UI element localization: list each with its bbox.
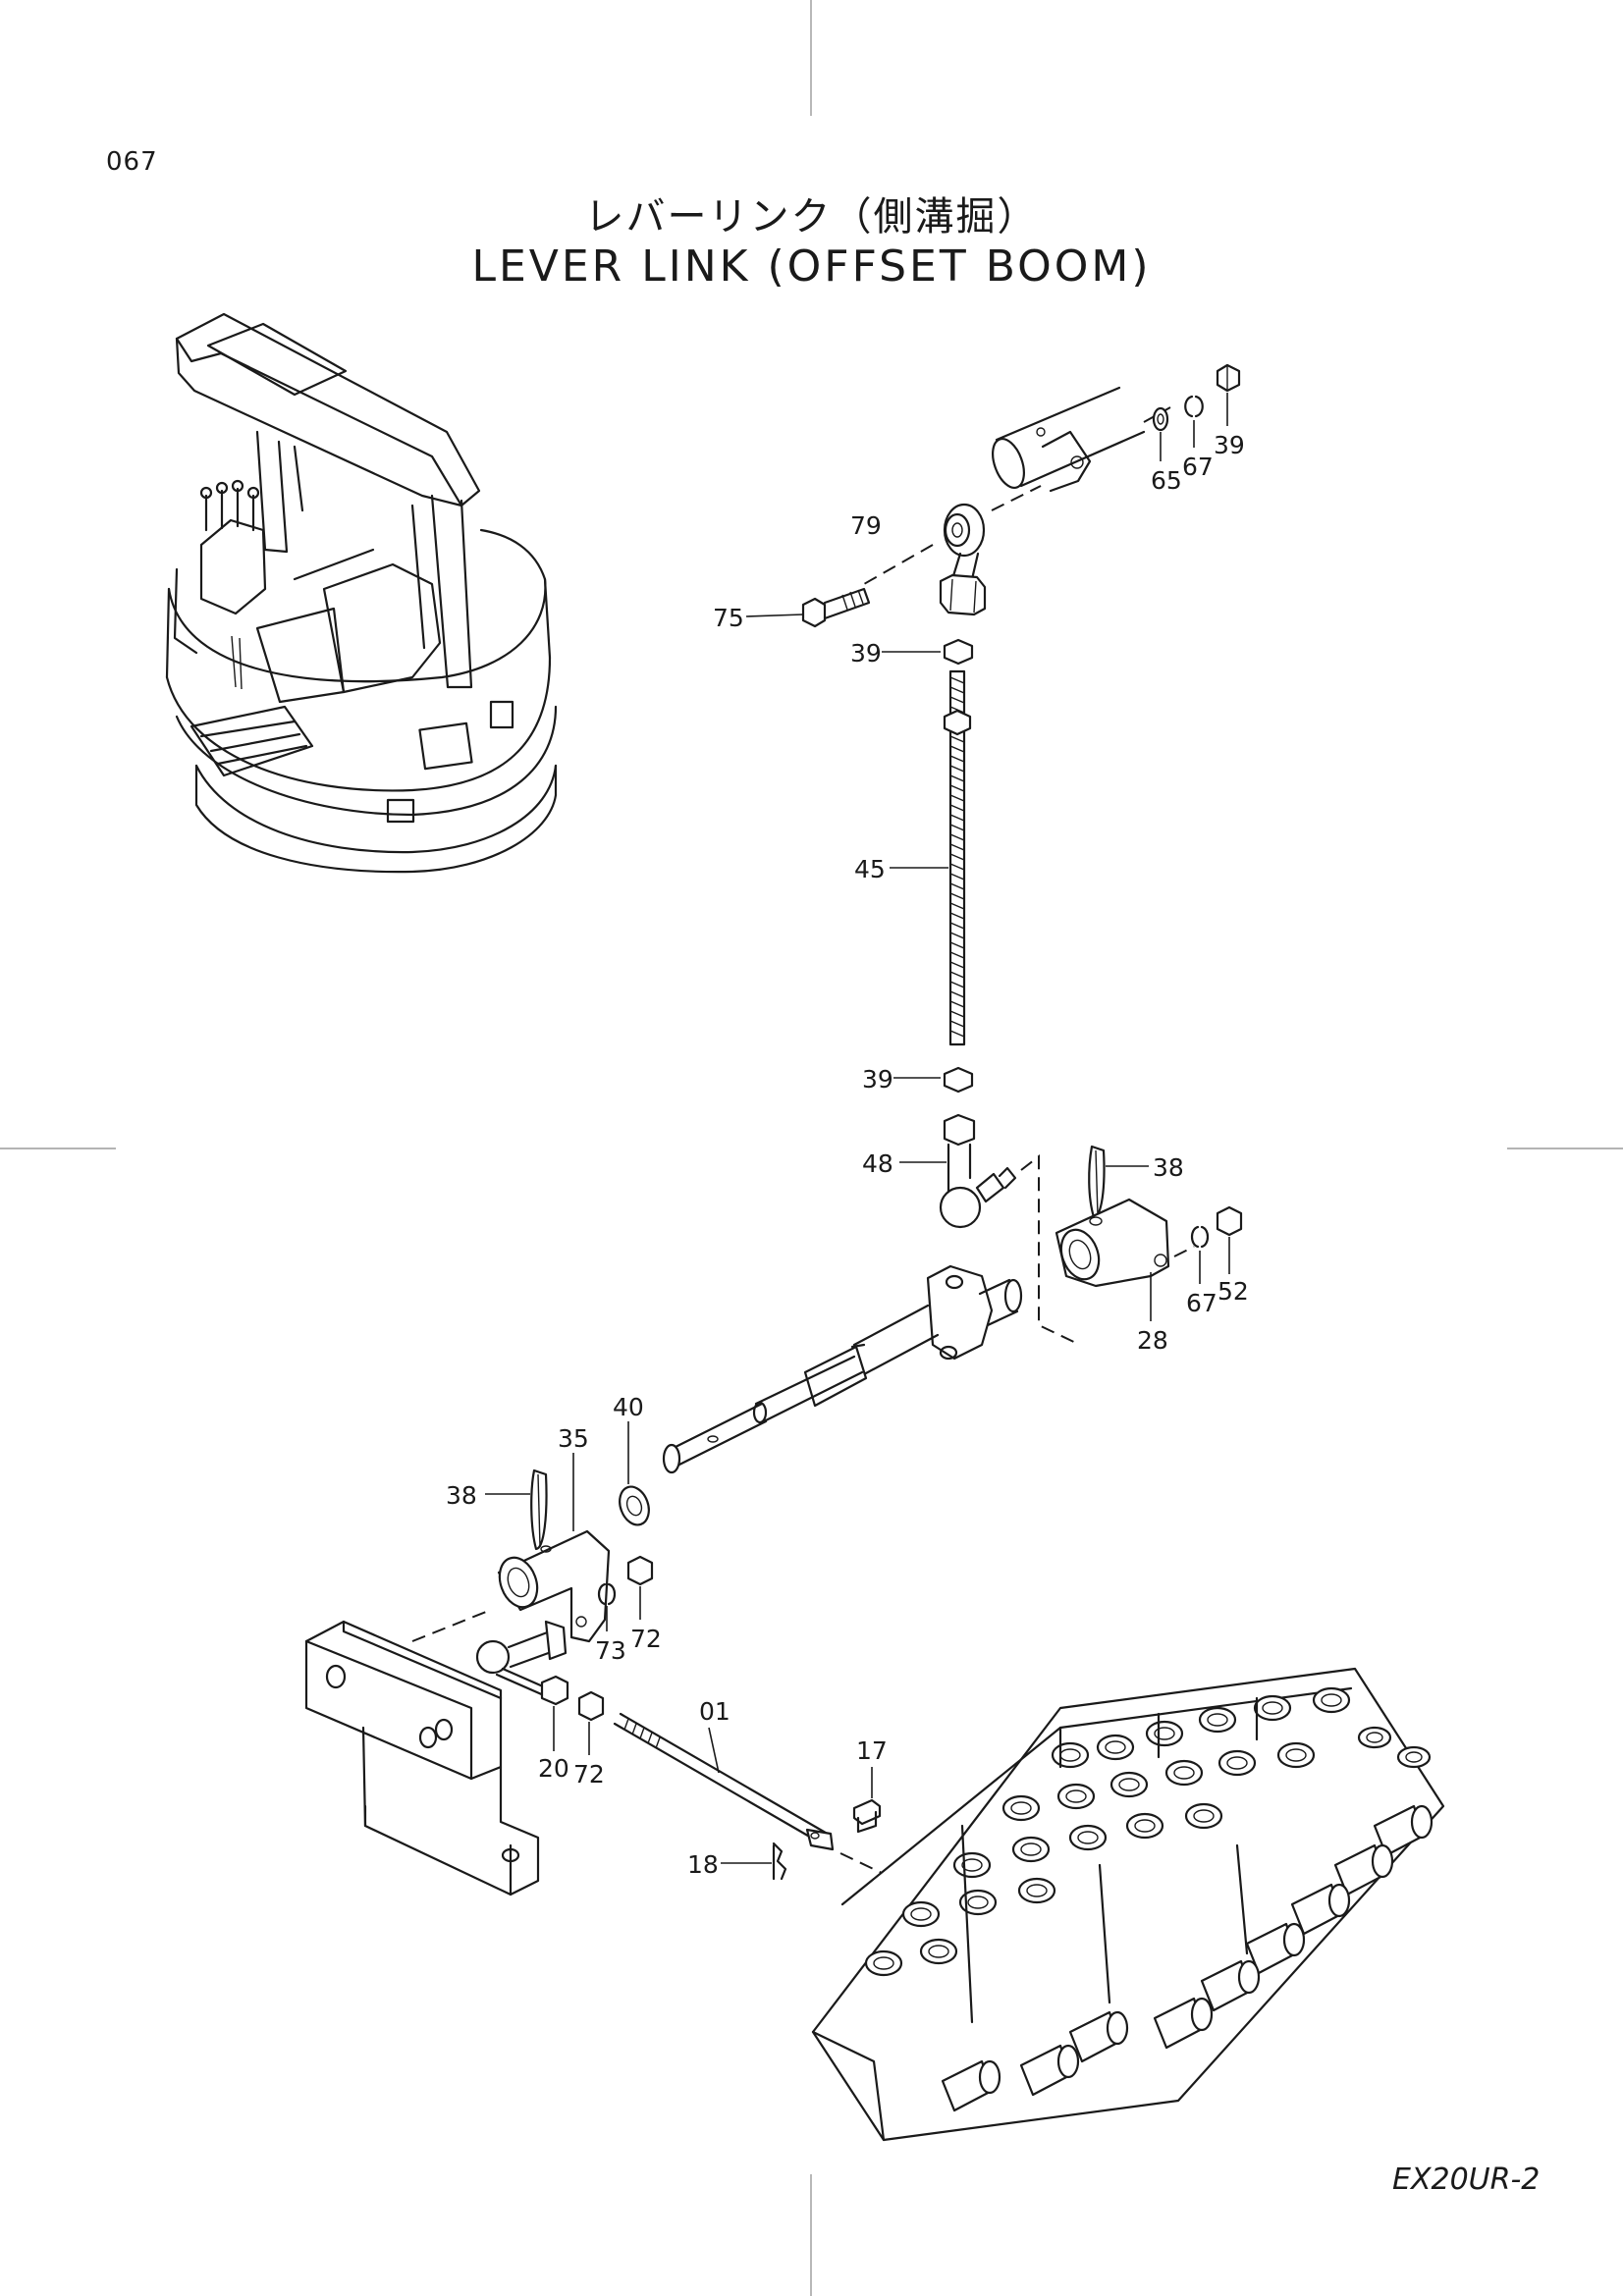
page-number: 067 — [106, 147, 158, 177]
callout-39-lower-nut: 39 — [862, 1065, 893, 1094]
control-valve-block — [811, 1667, 1445, 2142]
callout-labels: 39 67 65 79 75 39 45 39 48 38 67 52 28 4… — [446, 431, 1249, 1879]
callout-38-spring-pin-top: 38 — [1153, 1153, 1184, 1182]
nut-39-upper-rod — [882, 638, 974, 666]
rod-end-79 — [863, 485, 1042, 616]
callout-40-washer: 40 — [613, 1393, 644, 1421]
callout-79-rod-end: 79 — [850, 511, 882, 540]
callout-75-bolt: 75 — [713, 604, 744, 632]
nut-39-top — [1216, 363, 1241, 426]
callout-72-nut-lower: 72 — [573, 1760, 605, 1789]
nut-72-upper — [626, 1555, 654, 1620]
spring-washer-73 — [597, 1582, 617, 1631]
ball-joint-20 — [475, 1620, 569, 1751]
callout-65-washer: 65 — [1151, 466, 1182, 495]
main-shaft — [662, 1264, 1023, 1474]
callout-35-bracket: 35 — [558, 1424, 589, 1453]
nut-52 — [1216, 1205, 1243, 1274]
pin-17 — [852, 1767, 882, 1834]
callout-28-lever: 28 — [1137, 1326, 1168, 1355]
rod-01 — [613, 1712, 883, 1874]
bolt-75 — [745, 587, 871, 628]
lever-28 — [1055, 1198, 1195, 1321]
snap-pin-18 — [721, 1842, 787, 1881]
upper-lever-tube — [992, 386, 1171, 493]
callout-17-pin: 17 — [856, 1736, 888, 1765]
spring-washer-67-mid — [1190, 1225, 1210, 1284]
washer-65 — [1152, 406, 1169, 461]
callout-38-spring-pin-lower: 38 — [446, 1481, 477, 1510]
washer-40 — [619, 1421, 650, 1526]
threaded-rod-45 — [890, 669, 972, 1046]
valve-ports — [864, 1686, 1432, 1977]
callout-67-mid-washer: 67 — [1186, 1289, 1217, 1317]
spring-pin-38-lower — [485, 1468, 548, 1551]
title-english: LEVER LINK (OFFSET BOOM) — [471, 241, 1152, 292]
spring-washer-67-top — [1184, 395, 1204, 448]
callout-67-top-washer: 67 — [1182, 453, 1214, 481]
bracket-35 — [497, 1453, 611, 1643]
nut-39-lower-rod — [893, 1066, 974, 1094]
callout-20-ball-joint: 20 — [538, 1754, 569, 1783]
callout-39-top-nut: 39 — [1214, 431, 1245, 459]
callout-01-rod: 01 — [699, 1697, 730, 1726]
callout-48-ball-joint: 48 — [862, 1149, 893, 1178]
nut-72-lower — [577, 1690, 605, 1755]
callout-45-rod: 45 — [854, 855, 886, 883]
ball-joint-48 — [899, 1113, 1081, 1346]
callout-72-nut-upper: 72 — [630, 1625, 662, 1653]
model-code: EX20UR-2 — [1392, 2163, 1541, 2197]
callout-52-nut: 52 — [1217, 1277, 1249, 1306]
title-japanese: レバーリンク（側溝掘） — [584, 194, 1039, 240]
callout-73-washer: 73 — [595, 1636, 626, 1665]
valve-spool-caps — [941, 1804, 1434, 2112]
callout-39-upper-nut: 39 — [850, 639, 882, 667]
callout-18-snap-pin: 18 — [687, 1850, 719, 1879]
machine-overview-illustration — [165, 312, 558, 874]
mounting-bracket — [304, 1609, 540, 1896]
